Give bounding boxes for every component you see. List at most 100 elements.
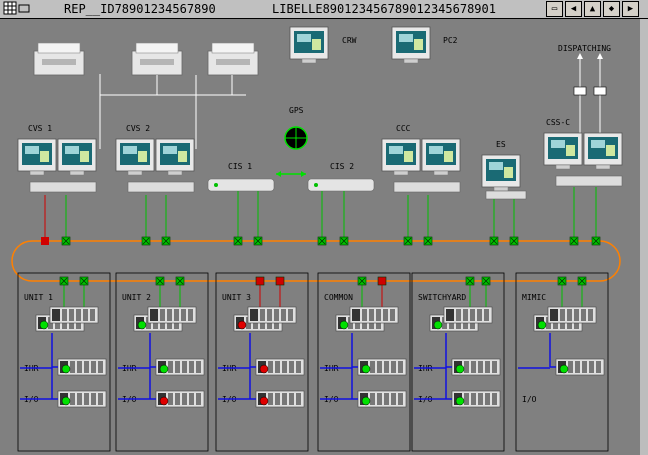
ring-tap-upper-5 — [253, 236, 263, 246]
unit-panel-5[interactable]: SWITCHYARDIHRI/O — [411, 272, 505, 452]
dispatching-label: DISPATCHING — [558, 44, 611, 53]
plc-status-led — [259, 396, 269, 406]
unit-panel-2[interactable]: UNIT 2IHRI/O — [115, 272, 209, 452]
ring-tap-upper-11 — [509, 236, 519, 246]
crw-workstation[interactable] — [289, 26, 329, 64]
unit-panel-3[interactable]: UNIT 3IHRI/O — [215, 272, 309, 452]
plc-status-led — [61, 364, 71, 374]
unit-name-label: UNIT 2 — [122, 293, 151, 302]
pc2-label: PC2 — [443, 36, 458, 45]
plc-rack[interactable] — [233, 306, 297, 332]
plc-rack[interactable] — [352, 358, 407, 376]
cis2-server[interactable] — [307, 178, 375, 192]
plc-rack[interactable] — [133, 306, 197, 332]
ring-tap-unit-1-2 — [79, 276, 89, 286]
plc-status-led — [61, 396, 71, 406]
ring-tap-unit-6-2 — [577, 276, 587, 286]
ccc-workstation[interactable] — [381, 138, 461, 193]
nav-right-button[interactable]: ▶ — [622, 1, 639, 17]
unit-name-label: UNIT 1 — [24, 293, 53, 302]
window-restore-icon: ▭ — [551, 4, 558, 14]
plc-rack[interactable] — [52, 358, 107, 376]
printer-3[interactable] — [207, 42, 259, 76]
unit-name-label: UNIT 3 — [222, 293, 251, 302]
plc-rack[interactable] — [250, 390, 305, 408]
ring-tap-upper-2 — [141, 236, 151, 246]
unit-name-label: MIMIC — [522, 293, 546, 302]
es-label: ES — [496, 140, 506, 149]
grid-menu-icon[interactable] — [3, 1, 31, 16]
plc-rack[interactable] — [550, 358, 605, 376]
ring-network — [11, 240, 621, 282]
nav-up-button[interactable]: ▲ — [584, 1, 601, 17]
printer-1[interactable] — [33, 42, 85, 76]
gps-label: GPS — [289, 106, 304, 115]
rep-id-label: REP__ID78901234567890 — [64, 2, 216, 16]
ring-tap-upper-10 — [489, 236, 499, 246]
ring-tap-upper-12 — [569, 236, 579, 246]
cvs2-workstation[interactable] — [115, 138, 195, 193]
plc-rack[interactable] — [52, 390, 107, 408]
plc-status-led — [361, 396, 371, 406]
ring-tap-unit-3-2 — [275, 276, 285, 286]
plc-rack[interactable] — [150, 358, 205, 376]
plc-status-led — [339, 320, 349, 330]
plc-rack[interactable] — [335, 306, 399, 332]
plc-status-led — [537, 320, 547, 330]
libelle-label: LIBELLE890123456789012345678901 — [272, 2, 496, 16]
cis1-server[interactable] — [207, 178, 275, 192]
plc-rack[interactable] — [150, 390, 205, 408]
ring-tap-upper-7 — [339, 236, 349, 246]
arrow-left-icon: ◀ — [570, 4, 577, 14]
cis2-label: CIS 2 — [330, 162, 354, 171]
ring-tap-unit-5-2 — [481, 276, 491, 286]
ring-tap-unit-3-1 — [255, 276, 265, 286]
ring-tap-upper-9 — [423, 236, 433, 246]
modem-icon-1 — [573, 86, 587, 96]
ccc-label: CCC — [396, 124, 411, 133]
plc-status-led — [361, 364, 371, 374]
io-label: I/O — [522, 395, 537, 404]
es-workstation[interactable] — [481, 154, 527, 200]
plc-rack[interactable] — [533, 306, 597, 332]
nav-left-button[interactable]: ◀ — [565, 1, 582, 17]
ring-tap-upper-8 — [403, 236, 413, 246]
pc2-workstation[interactable] — [391, 26, 431, 64]
plc-rack[interactable] — [35, 306, 99, 332]
cvs1-workstation[interactable] — [17, 138, 97, 193]
cssc-workstation[interactable] — [543, 132, 623, 187]
arrow-up-icon: ▲ — [589, 4, 596, 14]
cis1-label: CIS 1 — [228, 162, 252, 171]
ring-tap-unit-1-1 — [59, 276, 69, 286]
unit-panel-4[interactable]: COMMONIHRI/O — [317, 272, 411, 452]
window-restore-button[interactable]: ▭ — [546, 1, 563, 17]
ring-tap-upper-3 — [161, 236, 171, 246]
plc-status-led — [455, 396, 465, 406]
unit-name-label: SWITCHYARD — [418, 293, 466, 302]
plc-rack[interactable] — [446, 390, 501, 408]
unit-panel-1[interactable]: UNIT 1IHRI/O — [17, 272, 111, 452]
vertical-scrollbar[interactable] — [640, 19, 648, 455]
nav-center-button[interactable]: ◆ — [603, 1, 620, 17]
ring-tap-unit-5-1 — [465, 276, 475, 286]
ring-tap-unit-2-1 — [155, 276, 165, 286]
cvs1-label: CVS 1 — [28, 124, 52, 133]
unit-name-label: COMMON — [324, 293, 353, 302]
modem-icon-2 — [593, 86, 607, 96]
plc-status-led — [39, 320, 49, 330]
plc-rack[interactable] — [352, 390, 407, 408]
plc-status-led — [159, 396, 169, 406]
ring-tap-upper-1 — [61, 236, 71, 246]
plc-rack[interactable] — [429, 306, 493, 332]
ring-tap-unit-2-2 — [175, 276, 185, 286]
plc-status-led — [137, 320, 147, 330]
ring-tap-upper-13 — [591, 236, 601, 246]
plc-rack[interactable] — [446, 358, 501, 376]
ring-tap-upper-6 — [317, 236, 327, 246]
cvs2-label: CVS 2 — [126, 124, 150, 133]
cssc-label: CSS-C — [546, 118, 570, 127]
plc-rack[interactable] — [250, 358, 305, 376]
printer-2[interactable] — [131, 42, 183, 76]
unit-panel-6[interactable]: MIMIC I/O — [515, 272, 609, 452]
